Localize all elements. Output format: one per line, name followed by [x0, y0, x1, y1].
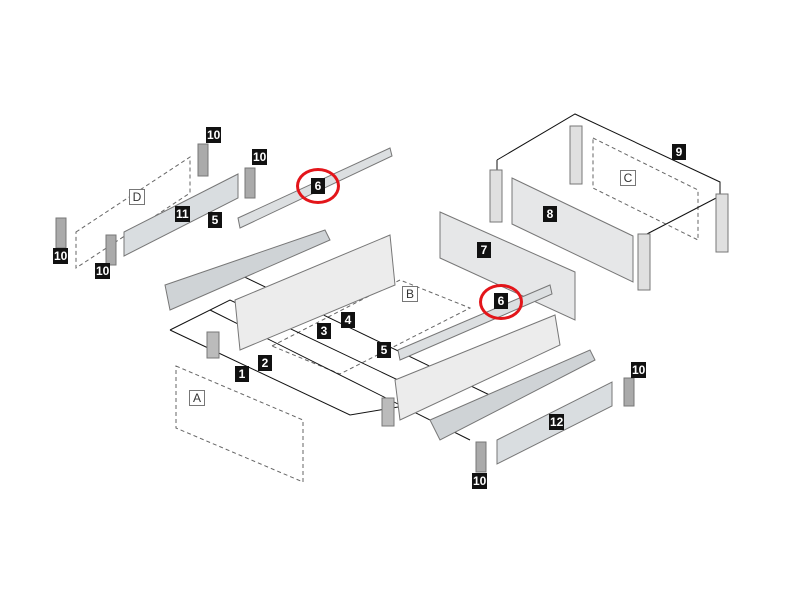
post-9-d	[715, 193, 729, 253]
part-label-10: 10	[206, 127, 222, 143]
front-bracket	[206, 331, 220, 359]
part-label-6: 6	[494, 293, 508, 309]
part-label-10: 10	[53, 248, 69, 264]
part-label-11: 11	[175, 206, 190, 222]
bracket-10-a	[197, 143, 209, 177]
part-label-7: 7	[477, 242, 491, 258]
bracket-10-e	[623, 377, 635, 407]
part-label-5: 5	[377, 342, 391, 358]
part-label-6: 6	[311, 178, 325, 194]
bracket-10-c	[55, 217, 67, 249]
post-9-b	[569, 125, 583, 185]
part-label-8: 8	[543, 206, 557, 222]
left-side-rail	[164, 229, 331, 311]
bracket-10-f	[475, 441, 487, 473]
left-side-wall	[234, 234, 396, 351]
bracket-10-d	[105, 234, 117, 266]
highlight-circle-6-bottom	[479, 284, 523, 320]
part-label-3: 3	[317, 323, 331, 339]
panel-a-outline	[175, 365, 304, 483]
part-label-10: 10	[631, 362, 647, 378]
part-label-1: 1	[235, 366, 249, 382]
post-9-a	[489, 169, 503, 223]
part-label-10: 10	[95, 263, 111, 279]
post-9-c	[637, 233, 651, 291]
panel-8	[511, 177, 634, 283]
part-label-10: 10	[472, 473, 488, 489]
part-label-12: 12	[549, 414, 565, 430]
part-label-9: 9	[672, 144, 686, 160]
panel-label-c: C	[620, 170, 636, 186]
right-side-wall	[394, 314, 561, 421]
panel-label-d: D	[129, 189, 145, 205]
panel-label-b: B	[402, 286, 418, 302]
frame-9-lines	[496, 113, 721, 196]
part-label-10: 10	[252, 149, 268, 165]
front-bracket-right	[381, 397, 395, 427]
part-label-4: 4	[341, 312, 355, 328]
bracket-10-b	[244, 167, 256, 199]
part-label-5: 5	[208, 212, 222, 228]
right-side-rail	[429, 349, 596, 441]
highlight-circle-6-top	[296, 168, 340, 204]
panel-c-outline	[592, 137, 699, 241]
panel-label-a: A	[189, 390, 205, 406]
panel-b-outline	[270, 279, 472, 375]
part-label-2: 2	[258, 355, 272, 371]
